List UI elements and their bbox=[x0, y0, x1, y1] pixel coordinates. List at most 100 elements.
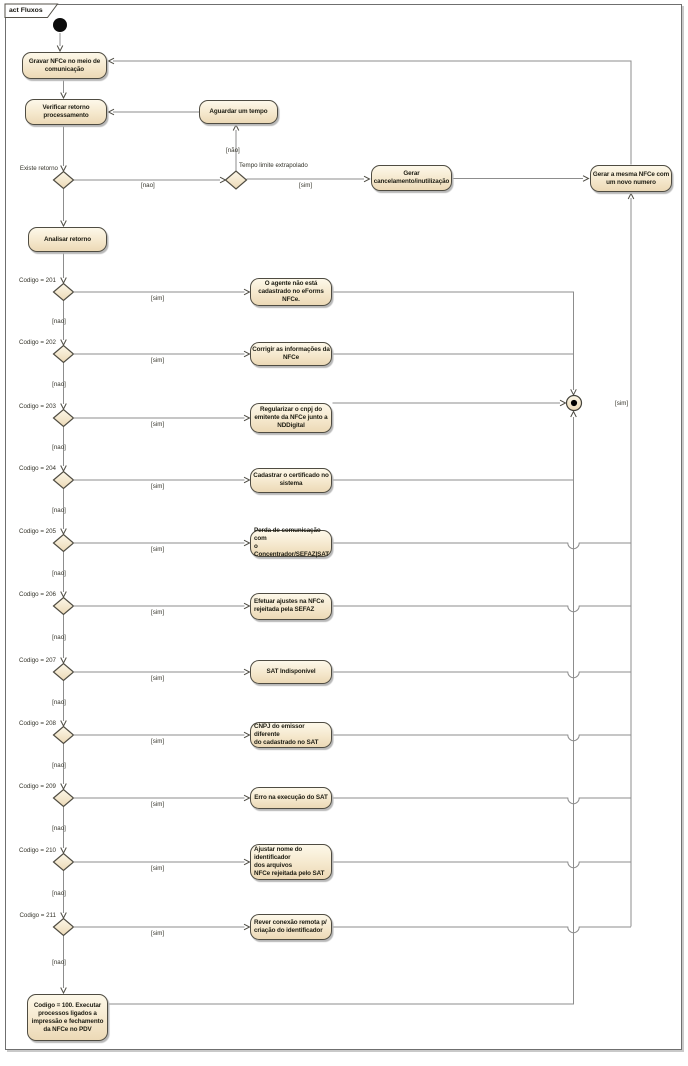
decision-codigo-207[interactable] bbox=[52, 662, 75, 682]
decision-codigo-209[interactable] bbox=[52, 788, 75, 808]
guard-label-sim-201: [sim] bbox=[151, 295, 165, 302]
arrowhead bbox=[232, 123, 240, 131]
arrowhead bbox=[570, 410, 577, 418]
activity-analisar-retorno[interactable]: Analisar retorno bbox=[28, 227, 107, 252]
decision-codigo-203[interactable] bbox=[52, 408, 75, 428]
decision-codigo-211[interactable] bbox=[52, 917, 75, 937]
activity-codigo-207-action[interactable]: SAT Indisponível bbox=[250, 660, 332, 684]
activity-codigo-100[interactable]: Codigo = 100. Executar processos ligados… bbox=[27, 994, 108, 1041]
arrowhead bbox=[243, 539, 251, 547]
guard-label-sim-retry: [sim] bbox=[615, 400, 629, 407]
decision-codigo-206[interactable] bbox=[52, 596, 75, 616]
arrowhead bbox=[243, 858, 251, 866]
arrowhead bbox=[107, 57, 115, 65]
arrowhead bbox=[243, 476, 251, 484]
decision-code-label-205: Codigo = 205 bbox=[19, 528, 56, 535]
guard-label-nao-206: [nao] bbox=[52, 634, 66, 641]
activity-gravar-nfce[interactable]: Gravar NFCe no meio de comunicação bbox=[22, 52, 107, 79]
frame-tab-label: act Fluxos bbox=[9, 7, 43, 14]
arrowhead bbox=[60, 912, 67, 920]
decision-codigo-202[interactable] bbox=[52, 344, 75, 364]
decision-code-label-209: Codigo = 209 bbox=[19, 783, 56, 790]
arrowhead bbox=[627, 192, 635, 200]
decision-code-label-208: Codigo = 208 bbox=[19, 720, 56, 727]
arrowhead bbox=[243, 414, 251, 422]
decision-codigo-210[interactable] bbox=[52, 852, 75, 872]
guard-label-nao-204: [nao] bbox=[52, 506, 66, 514]
arrowhead bbox=[60, 591, 67, 599]
guard-label-sim-203: [sim] bbox=[151, 421, 165, 428]
guard-label-nao-207: [nao] bbox=[52, 698, 66, 706]
guard-label-sim-209: [sim] bbox=[151, 801, 165, 808]
arrowhead bbox=[243, 288, 251, 296]
connector bbox=[332, 542, 631, 550]
connector bbox=[332, 605, 631, 613]
arrowhead bbox=[559, 399, 567, 407]
arrowhead bbox=[243, 794, 251, 802]
arrowhead bbox=[60, 783, 67, 791]
arrowhead bbox=[60, 277, 67, 285]
activity-codigo-206-action[interactable]: Efetuar ajustes na NFCe rejeitada pela S… bbox=[250, 592, 332, 620]
guard-label-sim-204: [sim] bbox=[151, 483, 165, 490]
decision-code-label-204: Codigo = 204 bbox=[19, 465, 56, 472]
activity-codigo-202-action[interactable]: Corrigir as informações da NFCe bbox=[250, 342, 332, 366]
arrowhead bbox=[60, 528, 67, 536]
arrowhead bbox=[107, 108, 115, 116]
activity-aguardar-tempo[interactable]: Aguardar um tempo bbox=[199, 100, 278, 124]
guard-label-nao-211: [nao] bbox=[52, 959, 66, 966]
decision-codigo-201[interactable] bbox=[52, 282, 75, 302]
decision-existe-retorno[interactable] bbox=[52, 170, 75, 190]
arrowhead bbox=[243, 350, 251, 358]
connector bbox=[108, 417, 574, 1005]
activity-codigo-208-action[interactable]: CNPJ do emissor diferente do cadastrado … bbox=[250, 722, 332, 748]
guard-label-sim-207: [sim] bbox=[151, 675, 165, 682]
arrowhead bbox=[60, 92, 67, 100]
connector bbox=[113, 60, 632, 165]
activity-gerar-cancelamento[interactable]: Gerar cancelamento/inutilização bbox=[371, 165, 452, 191]
arrowhead bbox=[60, 987, 67, 995]
decision-code-label-207: Codigo = 207 bbox=[19, 657, 56, 664]
activity-codigo-203-action[interactable]: Regularizar o cnpj do emitente da NFCe j… bbox=[250, 403, 332, 433]
guard-label-nao-tempo: [não] bbox=[226, 147, 240, 154]
connector bbox=[332, 861, 631, 869]
decision-tempo-limite[interactable] bbox=[224, 170, 248, 190]
arrowhead bbox=[243, 731, 251, 739]
arrowhead bbox=[243, 923, 251, 931]
arrowhead bbox=[60, 220, 67, 228]
connector bbox=[332, 797, 631, 805]
arrowhead bbox=[582, 175, 590, 182]
guard-label-nao-201: [nao] bbox=[52, 318, 66, 325]
guard-label-nao-202: [nao] bbox=[52, 381, 66, 388]
activity-codigo-211-action[interactable]: Rever conexão remota p/ criação do ident… bbox=[250, 914, 332, 940]
activity-codigo-204-action[interactable]: Cadastrar o certificado no sistema bbox=[250, 467, 332, 493]
activity-gerar-mesma-nfce[interactable]: Gerar a mesma NFCe com um novo numero bbox=[590, 165, 672, 192]
arrowhead bbox=[60, 403, 67, 411]
initial-node[interactable] bbox=[53, 18, 67, 32]
guard-label-sim-208: [sim] bbox=[151, 738, 165, 745]
arrowhead bbox=[60, 720, 67, 728]
arrowhead bbox=[570, 389, 577, 396]
guard-label-nao-existe: [nao] bbox=[141, 182, 155, 189]
frame-tab-shape bbox=[4, 3, 59, 18]
arrowhead bbox=[60, 657, 67, 665]
decision-code-label-203: Codigo = 203 bbox=[19, 403, 56, 410]
arrowhead bbox=[60, 847, 67, 855]
decision-codigo-204[interactable] bbox=[52, 470, 75, 490]
arrowhead bbox=[56, 45, 64, 53]
connector bbox=[332, 926, 631, 934]
connector bbox=[332, 734, 631, 742]
guard-label-sim-206: [sim] bbox=[151, 609, 165, 616]
guard-label-nao-208: [nao] bbox=[52, 761, 66, 769]
decision-codigo-208[interactable] bbox=[52, 725, 75, 745]
activity-codigo-210-action[interactable]: Ajustar nome do identificador dos arquiv… bbox=[250, 844, 332, 880]
guard-label-nao-210: [nao] bbox=[52, 889, 66, 897]
activity-codigo-209-action[interactable]: Erro na execução do SAT bbox=[250, 787, 332, 809]
activity-codigo-205-action[interactable]: Perda de comunicação com o Concentrador/… bbox=[250, 527, 332, 558]
activity-codigo-201-action[interactable]: O agente não está cadastrado no eForms N… bbox=[250, 278, 332, 306]
connector bbox=[332, 671, 631, 679]
connector bbox=[332, 291, 574, 390]
decision-code-label-206: Codigo = 206 bbox=[19, 591, 56, 598]
decision-codigo-205[interactable] bbox=[52, 533, 75, 553]
activity-verificar-retorno[interactable]: Verificar retorno processamento bbox=[25, 99, 107, 125]
